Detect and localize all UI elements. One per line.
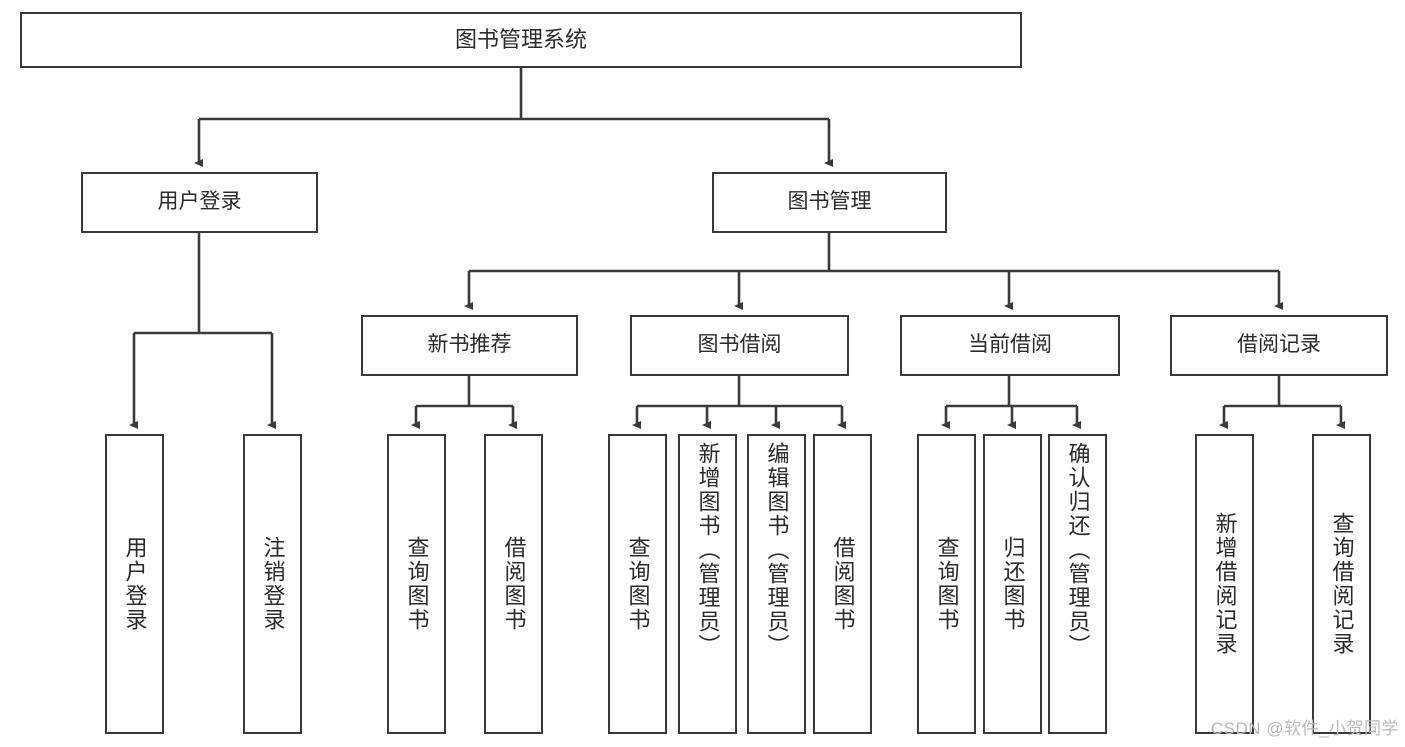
- node-label: 查询图书: [625, 536, 651, 632]
- node-label: 图书管理系统: [454, 27, 587, 53]
- leaf-current-return-book[interactable]: 归还图书: [983, 434, 1042, 734]
- node-user-login[interactable]: 用户登录: [81, 172, 318, 233]
- node-label: 用户登录: [122, 536, 148, 632]
- node-label: 新增借阅记录: [1212, 512, 1238, 656]
- leaf-record-query-record[interactable]: 查询借阅记录: [1312, 434, 1371, 734]
- leaf-borrow-add-book-admin[interactable]: 新增图书（管理员）: [678, 434, 737, 734]
- node-book-management[interactable]: 图书管理: [712, 172, 947, 233]
- node-label: 借阅记录: [1237, 333, 1321, 357]
- leaf-user-login-login[interactable]: 用户登录: [105, 434, 164, 734]
- leaf-user-login-logout[interactable]: 注销登录: [243, 434, 302, 734]
- node-borrow-record[interactable]: 借阅记录: [1170, 315, 1388, 376]
- node-label: 图书管理: [787, 190, 872, 214]
- node-current-borrow[interactable]: 当前借阅: [900, 315, 1120, 376]
- node-label: 用户登录: [157, 190, 242, 214]
- node-label: 查询图书: [404, 536, 430, 632]
- node-label: 归还图书: [1000, 536, 1026, 632]
- node-label: 新书推荐: [427, 333, 512, 357]
- node-label: 当前借阅: [968, 333, 1052, 357]
- leaf-recommend-query-book[interactable]: 查询图书: [387, 434, 446, 734]
- node-book-borrow[interactable]: 图书借阅: [630, 315, 849, 376]
- node-label: 查询图书: [934, 536, 960, 632]
- node-label: 借阅图书: [501, 536, 527, 632]
- node-new-book-recommend[interactable]: 新书推荐: [361, 315, 578, 376]
- leaf-borrow-borrow-book[interactable]: 借阅图书: [813, 434, 872, 734]
- node-label: 注销登录: [260, 536, 286, 632]
- leaf-borrow-edit-book-admin[interactable]: 编辑图书（管理员）: [747, 434, 806, 734]
- node-label: 借阅图书: [830, 536, 856, 632]
- leaf-borrow-query-book[interactable]: 查询图书: [608, 434, 667, 734]
- leaf-record-add-record[interactable]: 新增借阅记录: [1195, 434, 1254, 734]
- leaf-current-confirm-return-admin[interactable]: 确认归还（管理员）: [1048, 434, 1107, 734]
- leaf-recommend-borrow-book[interactable]: 借阅图书: [484, 434, 543, 734]
- leaf-current-query-book[interactable]: 查询图书: [917, 434, 976, 734]
- node-root-system[interactable]: 图书管理系统: [20, 12, 1022, 68]
- node-label: 编辑图书（管理员）: [764, 442, 790, 658]
- node-label: 新增图书（管理员）: [695, 442, 721, 658]
- node-label: 查询借阅记录: [1329, 512, 1355, 656]
- node-label: 图书借阅: [697, 333, 782, 357]
- node-label: 确认归还（管理员）: [1065, 442, 1091, 658]
